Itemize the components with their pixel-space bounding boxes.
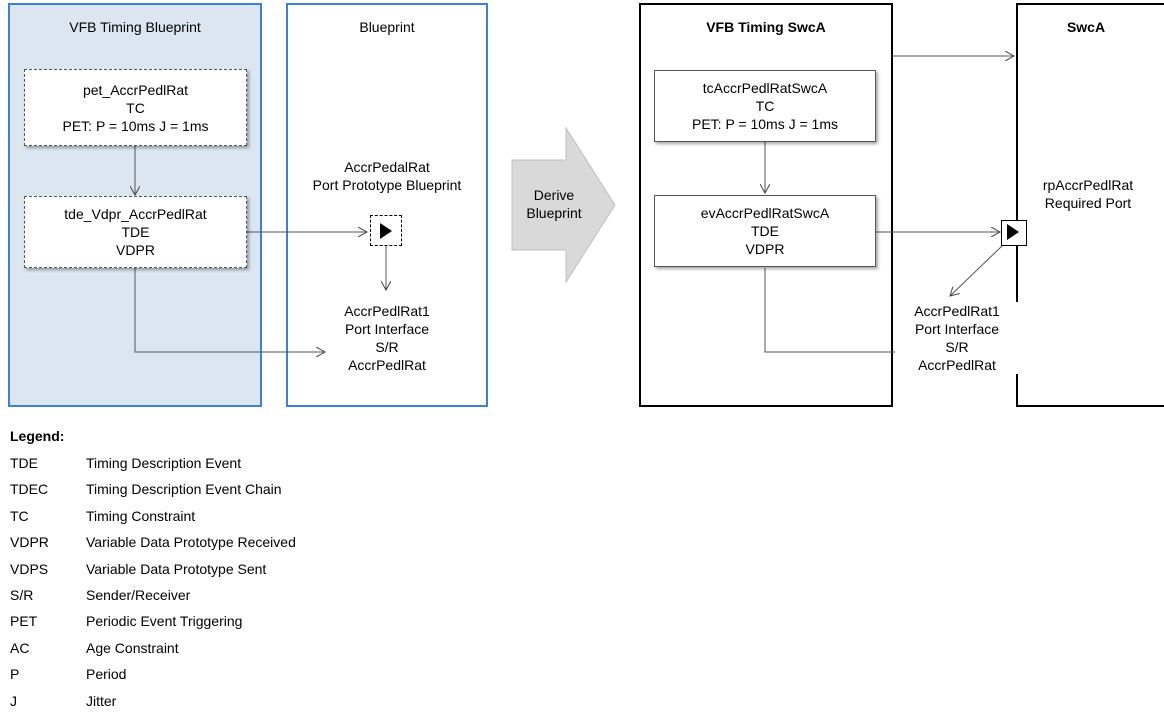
blueprint-interface-kind: Port Interface xyxy=(344,321,430,337)
swca-port-interface-label: AccrPedlRat1 Port Interface S/R AccrPedl… xyxy=(895,302,1019,374)
swca-interface-type: S/R xyxy=(945,339,969,355)
legend-desc: Variable Data Prototype Received xyxy=(86,534,296,551)
tde-node-name: tde_Vdpr_AccrPedlRat xyxy=(64,206,207,222)
required-port-label: rpAccrPedlRat Required Port xyxy=(1020,176,1156,212)
derive-line1: Derive xyxy=(533,187,575,203)
blueprint-interface-name: AccrPedlRat1 xyxy=(344,303,430,319)
tc-node-params: PET: P = 10ms J = 1ms xyxy=(691,116,839,132)
tc-constraint-node[interactable]: tcAccrPedlRatSwcA TC PET: P = 10ms J = 1… xyxy=(654,70,876,142)
blueprint-port-interface-label: AccrPedlRat1 Port Interface S/R AccrPedl… xyxy=(290,302,484,374)
tde-to-interface-connector xyxy=(134,268,325,352)
tde-event-node[interactable]: tde_Vdpr_AccrPedlRat TDE VDPR xyxy=(24,196,247,268)
legend-row: PET Periodic Event Triggering xyxy=(10,613,242,635)
swca-interface-data: AccrPedlRat xyxy=(918,357,996,373)
port-prototype-kind: Port Prototype Blueprint xyxy=(312,177,462,193)
pet-node-params: PET: P = 10ms J = 1ms xyxy=(62,117,209,134)
ev-node-kind: VDPR xyxy=(745,241,785,257)
blueprint-interface-type: S/R xyxy=(375,339,399,355)
legend-row: P Period xyxy=(10,666,126,688)
derive-blueprint-arrow xyxy=(511,126,616,284)
derive-blueprint-label: Derive Blueprint xyxy=(512,186,596,222)
port-prototype-name: AccrPedalRat xyxy=(344,159,430,175)
legend-abbr: TDEC xyxy=(10,481,49,498)
legend-abbr: VDPR xyxy=(10,534,49,551)
legend-row: VDPR Variable Data Prototype Received xyxy=(10,534,296,556)
legend-desc: Period xyxy=(86,666,127,683)
vfb-timing-swca-title: VFB Timing SwcA xyxy=(706,19,826,35)
legend-desc: Timing Description Event xyxy=(86,455,242,471)
blueprint-interface-data: AccrPedlRat xyxy=(348,357,426,373)
legend-desc: Variable Data Prototype Sent xyxy=(86,560,267,577)
legend-row: VDPS Variable Data Prototype Sent xyxy=(10,561,266,583)
swca-container: SwcA xyxy=(1016,3,1164,407)
legend-desc: Sender/Receiver xyxy=(86,587,191,603)
pet-node-name: pet_AccrPedlRat xyxy=(82,81,189,98)
swca-interface-kind: Port Interface xyxy=(914,321,1000,337)
legend-desc: Timing Description Event Chain xyxy=(86,481,282,498)
pet-constraint-node[interactable]: pet_AccrPedlRat TC PET: P = 10ms J = 1ms xyxy=(24,69,247,146)
legend-abbr: TC xyxy=(10,507,29,524)
derive-line2: Blueprint xyxy=(526,205,582,221)
ev-event-node[interactable]: evAccrPedlRatSwcA TDE VDPR xyxy=(654,195,876,267)
required-port-name: rpAccrPedlRat xyxy=(1042,177,1134,193)
required-port-to-interface-connector xyxy=(950,244,1004,296)
legend-row: J Jitter xyxy=(10,693,116,715)
port-prototype-blueprint-port[interactable] xyxy=(370,215,402,246)
legend-desc: Jitter xyxy=(86,692,117,709)
ev-node-type: TDE xyxy=(751,223,779,239)
ev-node-name: evAccrPedlRatSwcA xyxy=(700,205,830,221)
required-port-arrow-icon xyxy=(1007,224,1019,240)
blueprint-container: Blueprint xyxy=(286,3,488,407)
swca-interface-name: AccrPedlRat1 xyxy=(914,303,1000,319)
tc-node-name: tcAccrPedlRatSwcA xyxy=(702,80,828,96)
tde-node-type: TDE xyxy=(121,224,150,240)
ev-to-interface-connector xyxy=(764,268,922,352)
swca-title: SwcA xyxy=(1066,19,1106,35)
legend-desc: Timing Constraint xyxy=(86,507,196,524)
legend-abbr: PET xyxy=(10,613,38,630)
tde-node-kind: VDPR xyxy=(116,242,155,258)
legend-row: S/R Sender/Receiver xyxy=(10,587,190,609)
legend-desc: Age Constraint xyxy=(86,639,179,656)
legend-row: TC Timing Constraint xyxy=(10,508,195,530)
port-prototype-blueprint-label: AccrPedalRat Port Prototype Blueprint xyxy=(290,158,484,194)
legend-row: TDE Timing Description Event xyxy=(10,455,241,477)
legend-row: AC Age Constraint xyxy=(10,640,179,662)
required-port-kind: Required Port xyxy=(1044,195,1132,211)
blueprint-title: Blueprint xyxy=(359,19,415,35)
tc-node-type: TC xyxy=(755,98,775,114)
legend-abbr: VDPS xyxy=(10,560,49,577)
pet-node-type: TC xyxy=(126,99,145,116)
legend-abbr: S/R xyxy=(10,587,34,603)
legend-desc: Periodic Event Triggering xyxy=(86,613,243,630)
legend-abbr: P xyxy=(10,666,20,683)
legend-abbr: AC xyxy=(10,639,30,656)
port-arrow-icon xyxy=(380,223,392,239)
legend-row: TDEC Timing Description Event Chain xyxy=(10,481,282,503)
required-port[interactable] xyxy=(1001,220,1027,246)
legend-title: Legend: xyxy=(10,428,65,444)
legend-abbr: J xyxy=(10,692,17,709)
vfb-timing-blueprint-title: VFB Timing Blueprint xyxy=(69,19,201,35)
legend-abbr: TDE xyxy=(10,455,38,471)
